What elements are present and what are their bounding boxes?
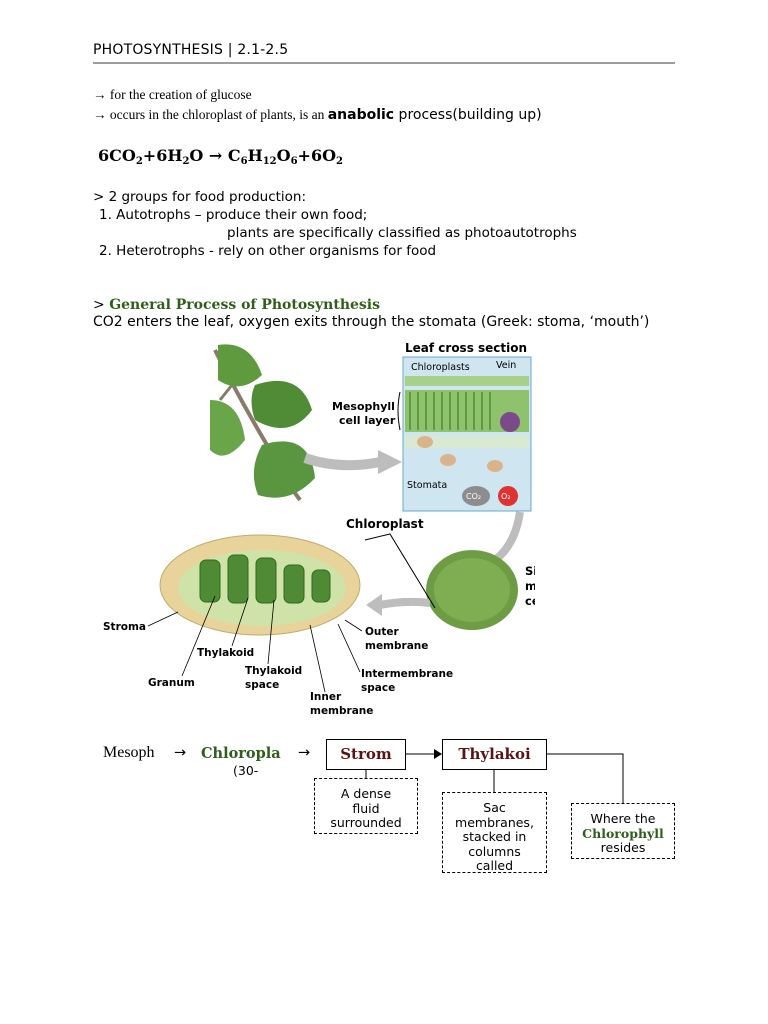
svg-text:Outer: Outer (365, 626, 400, 638)
stroma-box: Strom (326, 739, 406, 770)
intro-line-1: → for the creation of glucose (93, 87, 252, 102)
flow-arrow-2: → (298, 745, 311, 761)
svg-text:cell layer: cell layer (339, 414, 396, 427)
groups-item-1: 1. Autotrophs – produce their own food; (99, 207, 368, 223)
svg-text:space: space (361, 682, 395, 694)
flow-chloroplast-sub: (30- (233, 763, 259, 778)
svg-text:Single: Single (525, 564, 535, 578)
anabolic-term: anabolic (327, 107, 395, 123)
svg-text:Chloroplasts: Chloroplasts (411, 362, 470, 373)
svg-text:Intermembrane: Intermembrane (361, 668, 453, 680)
svg-text:Thylakoid: Thylakoid (245, 665, 302, 677)
svg-text:Stomata: Stomata (407, 480, 447, 491)
svg-text:O₂: O₂ (501, 492, 511, 501)
svg-text:Mesophyll: Mesophyll (332, 400, 395, 413)
groups-item-2: 2. Heterotrophs - rely on other organism… (99, 243, 437, 259)
chlorophyll-note: Where the Chlorophyll resides (571, 803, 675, 859)
flow-connectors (365, 749, 624, 803)
svg-text:Vein: Vein (496, 360, 516, 371)
svg-text:membrane: membrane (310, 705, 373, 717)
leaf-1 (218, 344, 262, 387)
svg-text:space: space (245, 679, 279, 691)
intro-line-2: → occurs in the chloroplast of plants, i… (93, 107, 542, 123)
svg-text:mesophyll: mesophyll (525, 579, 535, 593)
groups-heading: > 2 groups for food production: (93, 189, 307, 205)
thylakoid-note: Sac membranes, stacked in columns called (442, 792, 547, 873)
svg-text:CO₂: CO₂ (466, 492, 481, 501)
leaf-4 (253, 441, 315, 498)
page-header: PHOTOSYNTHESIS | 2.1-2.5 (93, 42, 289, 58)
flow-arrow-1: → (174, 745, 187, 761)
stroma-note: A dense fluid surrounded (314, 778, 418, 834)
svg-text:Chloroplast: Chloroplast (346, 517, 424, 531)
flow-chloroplast: Chloropla (201, 745, 281, 762)
leaf-cross-section-label: Leaf cross section (405, 341, 527, 355)
svg-text:Inner: Inner (310, 691, 342, 703)
intro-line-2-suffix: process(building up) (394, 107, 542, 123)
groups-item-1-continued: plants are specifically classified as ph… (227, 225, 577, 241)
general-process-description: CO2 enters the leaf, oxygen exits throug… (93, 314, 650, 330)
flow-mesophyll: Mesoph (103, 744, 155, 761)
svg-text:Stroma: Stroma (103, 621, 146, 633)
leaf-3 (210, 400, 245, 456)
intro-line-2-prefix: → occurs in the chloroplast of plants, i… (93, 107, 328, 122)
general-process-heading: > General Process of Photosynthesis (93, 297, 380, 313)
photosynthesis-figure: Leaf cross section Chloroplasts Vein Sto… (103, 341, 535, 717)
thylakoid-box: Thylakoi (442, 739, 547, 770)
svg-text:cell: cell (525, 594, 535, 608)
photosynthesis-equation: 6CO2+6H2O → C6H12O6+6O2 (98, 146, 343, 167)
header-divider (93, 62, 675, 64)
leaf-2 (251, 380, 312, 428)
svg-text:membrane: membrane (365, 640, 428, 652)
svg-text:Granum: Granum (148, 677, 195, 689)
svg-text:Thylakoid: Thylakoid (197, 647, 254, 659)
